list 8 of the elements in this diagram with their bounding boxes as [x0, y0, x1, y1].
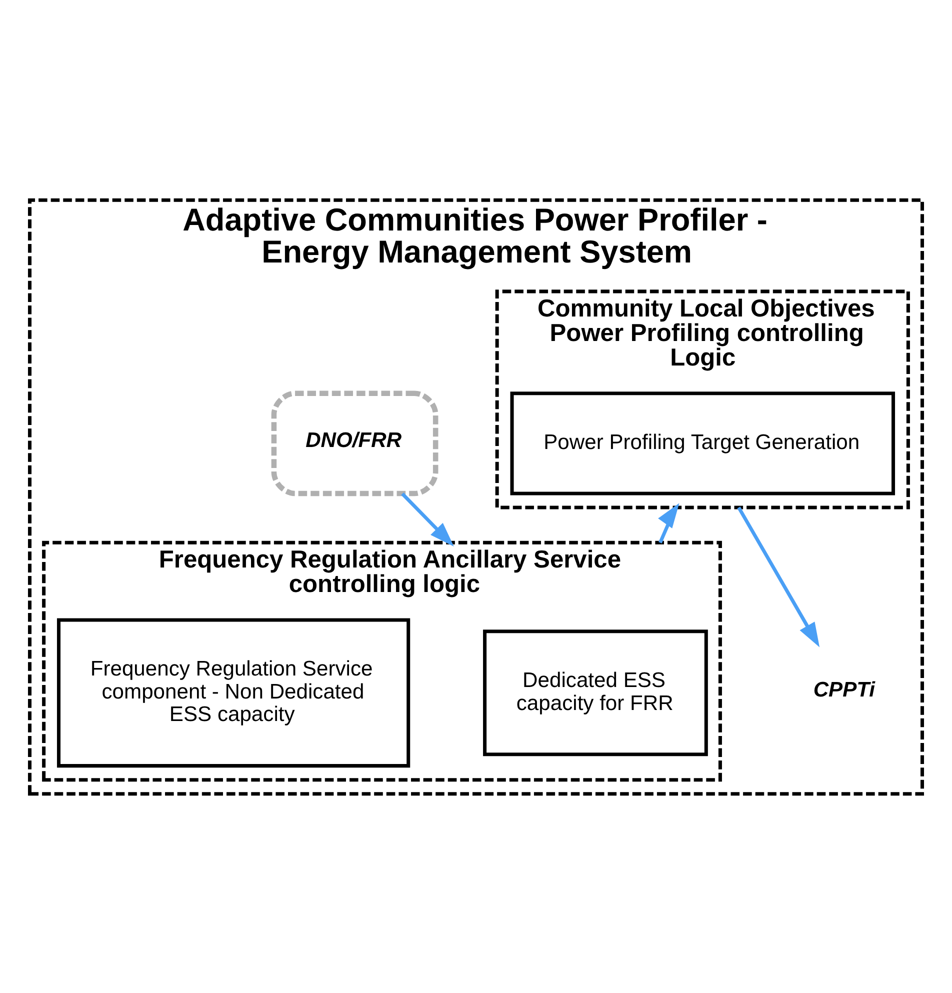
- arrow: [401, 492, 454, 546]
- arrow: [737, 506, 820, 647]
- node-box: DNO/FRR: [271, 390, 438, 496]
- node-text: CPPTi: [813, 678, 876, 702]
- arrow: [658, 502, 680, 543]
- node-box: Power Profiling Target Generation: [510, 391, 896, 495]
- node-box: Frequency Regulation Service component - Non Dedicated ESS capacity: [56, 618, 410, 768]
- node-box: Dedicated ESS capacity for FRR: [483, 629, 708, 756]
